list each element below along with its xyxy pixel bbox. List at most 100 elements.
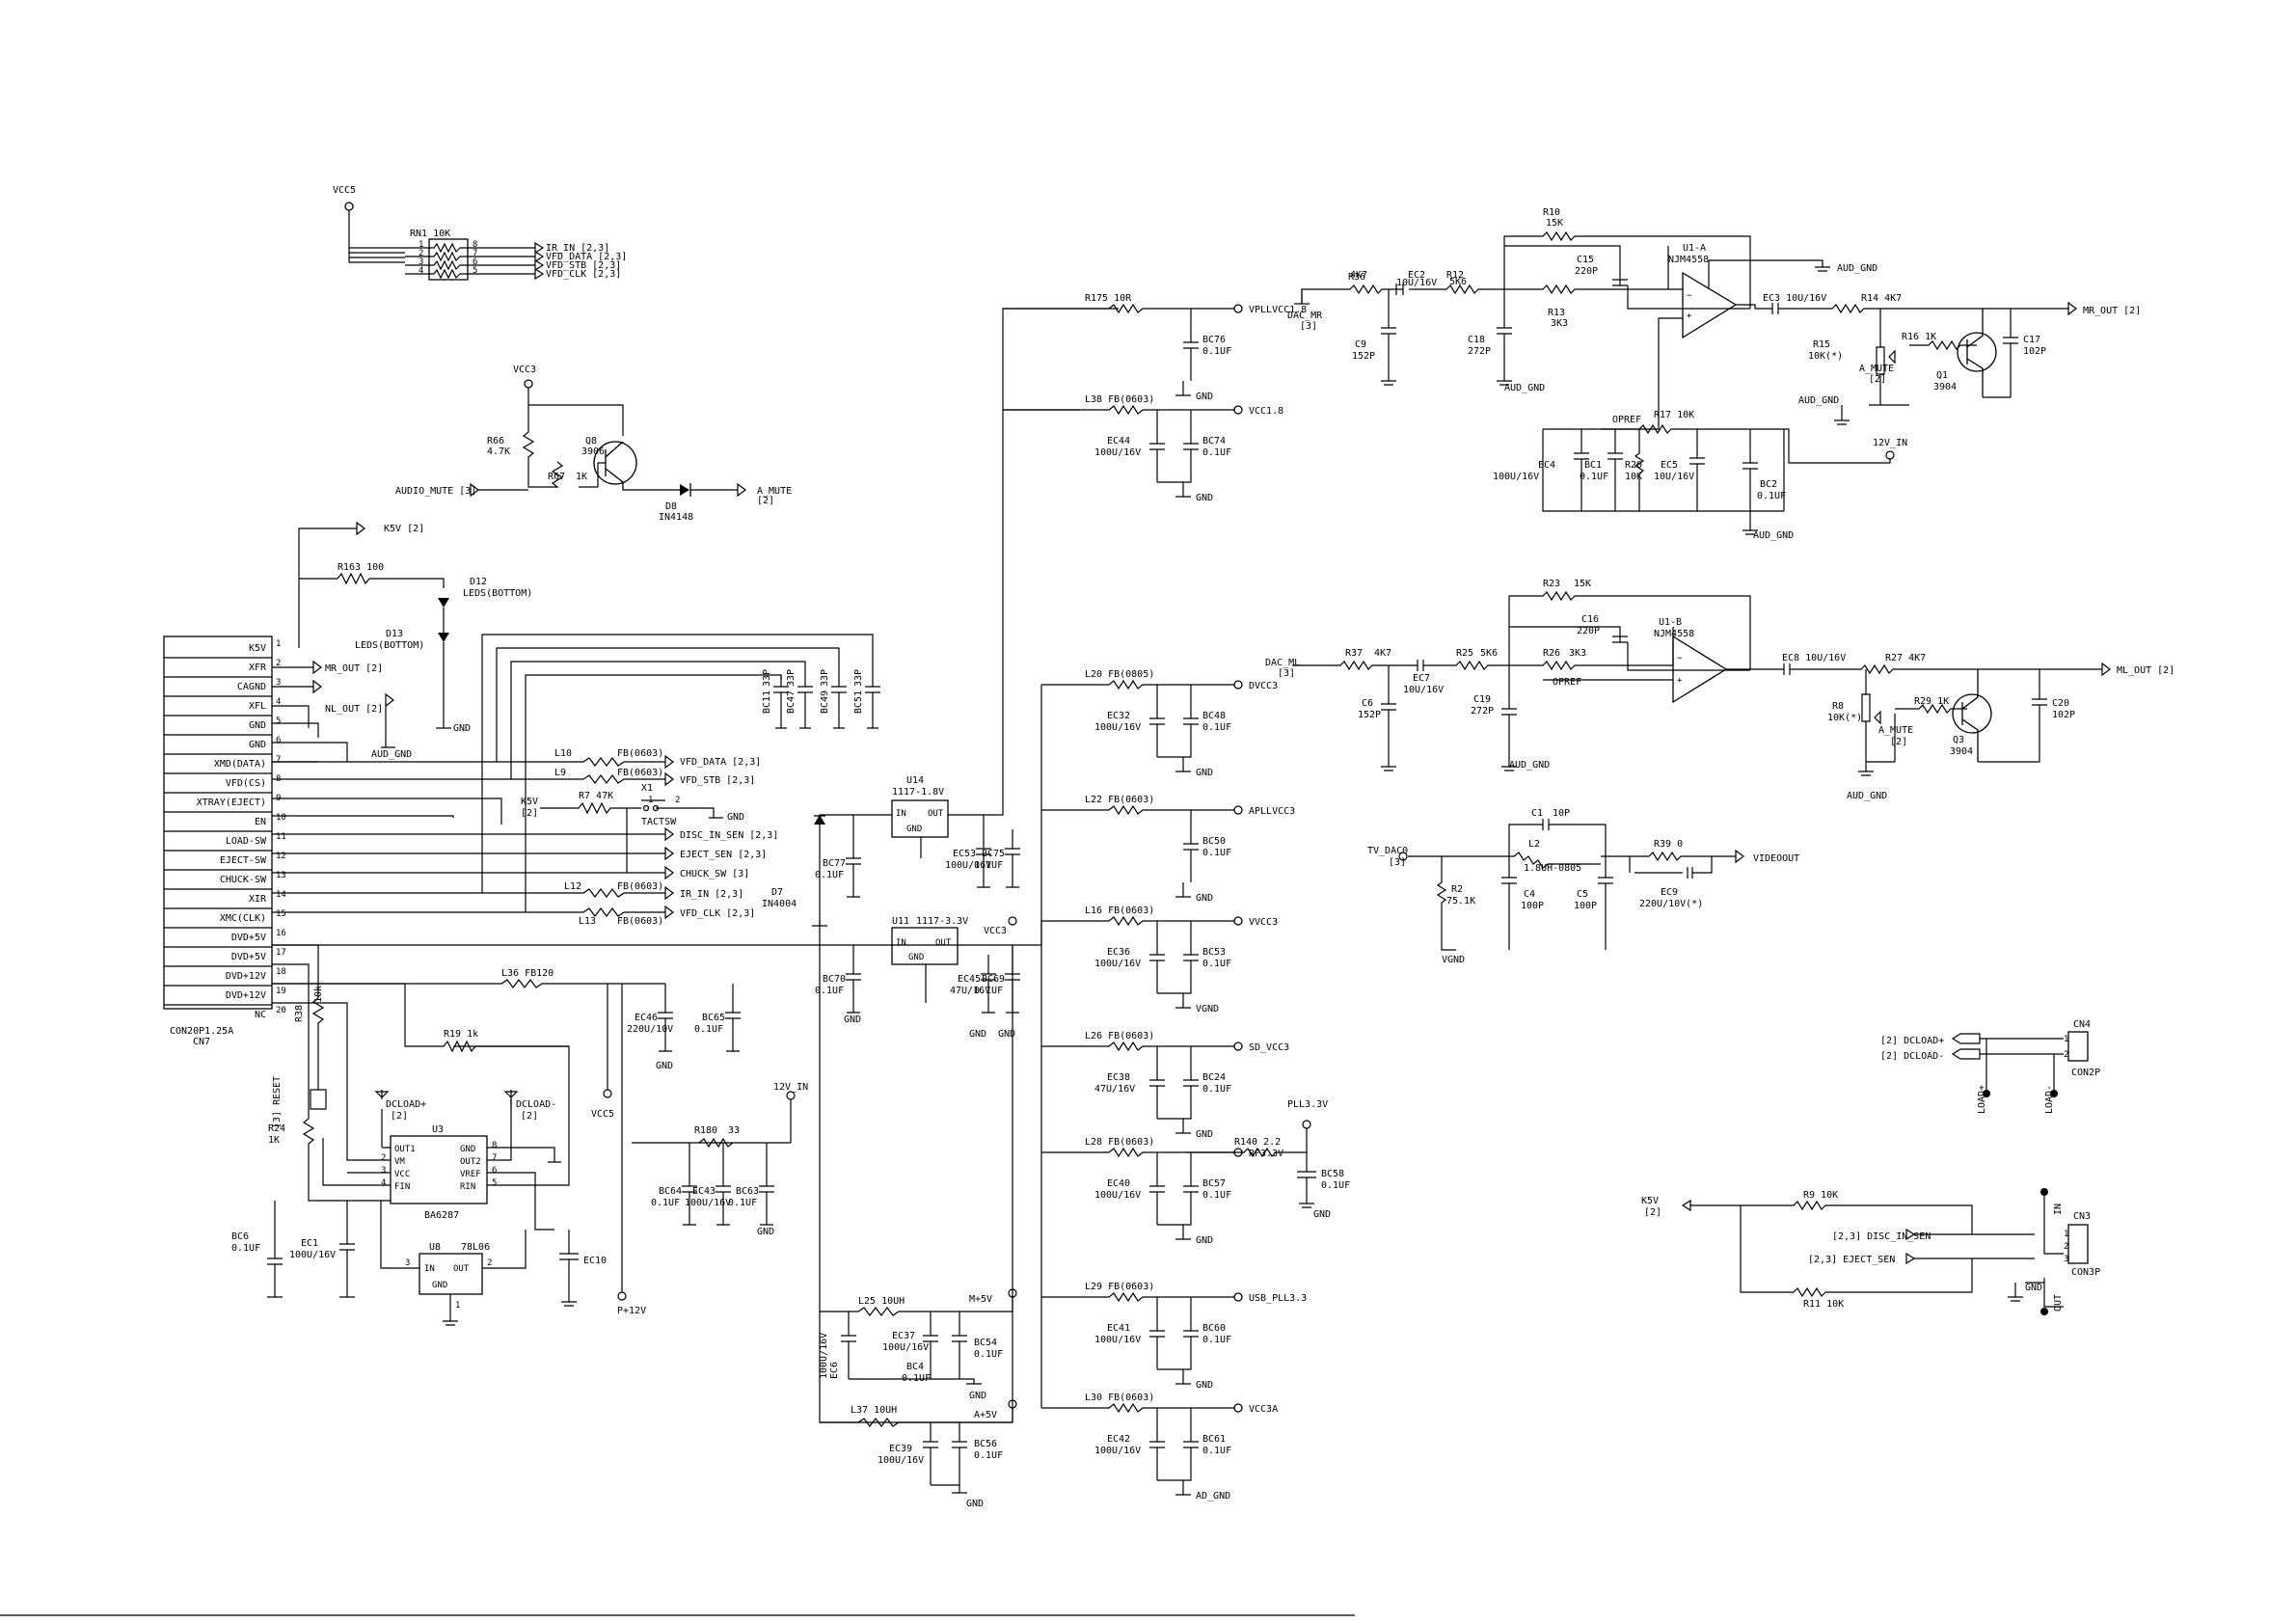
value: LEDS(BOTTOM) bbox=[355, 640, 424, 651]
ground-label: GND bbox=[1196, 893, 1213, 904]
value: CON3P bbox=[2071, 1267, 2100, 1278]
connector-pin-number: 4 bbox=[276, 697, 281, 707]
ref: EC41 bbox=[1107, 1323, 1130, 1334]
ref: BC24 bbox=[1202, 1072, 1226, 1083]
value: 10K bbox=[1625, 472, 1642, 482]
net-label: VFD_CLK [2,3] bbox=[546, 269, 621, 280]
value: 1.8UH-0805 bbox=[1524, 863, 1581, 874]
ground-label: GND bbox=[2025, 1283, 2042, 1293]
middle-power-wiring: D7 IN4004 VCC3 12V_IN R180 33 BC770.1UFE… bbox=[272, 308, 1119, 1423]
net-label: [2] DCLOAD+ bbox=[1880, 1036, 1944, 1046]
value: FB(0603) bbox=[617, 916, 663, 927]
connector-side-nets: MR_OUT [2] NL_OUT [2] AUD_GND bbox=[272, 660, 412, 763]
ref: C17 bbox=[2023, 335, 2040, 345]
net-label: DISC_IN_SEN [2,3] bbox=[680, 830, 778, 841]
connector-pin-number: 12 bbox=[276, 852, 286, 861]
ref: R39 0 bbox=[1654, 839, 1683, 850]
net-label: K5V bbox=[1641, 1196, 1659, 1206]
value: 0.1UF bbox=[1321, 1180, 1350, 1191]
connector-pin-number: 7 bbox=[276, 755, 281, 765]
m5v-section: L25 10UH M+5V EC6 100U/16V EC37 100U/16V… bbox=[819, 1288, 1017, 1401]
value: 272P bbox=[1471, 706, 1494, 717]
ref: R13 bbox=[1548, 308, 1565, 318]
connector-pin-label: LOAD-SW bbox=[226, 836, 267, 847]
ref: BC51 bbox=[853, 690, 864, 714]
rail-ground bbox=[1175, 1119, 1191, 1134]
rail-net-label: USB_PLL3.3 bbox=[1249, 1293, 1307, 1304]
capacitor bbox=[976, 815, 991, 888]
ref: D7 bbox=[771, 887, 783, 898]
connector-pin-number: 17 bbox=[276, 948, 286, 958]
ref: L25 10UH bbox=[858, 1296, 905, 1307]
ref: EC46 bbox=[635, 1013, 658, 1023]
rail-ground bbox=[1175, 482, 1191, 498]
ref: EC32 bbox=[1107, 711, 1130, 721]
value: 100U/16V bbox=[1094, 722, 1141, 733]
ground-label: GND bbox=[969, 1029, 986, 1040]
value: 0.1UF bbox=[974, 1349, 1003, 1360]
ground-label: GND bbox=[969, 1391, 986, 1401]
capacitor-33p bbox=[865, 675, 880, 729]
pin: 1 bbox=[648, 796, 653, 805]
net-label: DAC_ML bbox=[1265, 658, 1300, 668]
ref: C9 bbox=[1355, 339, 1366, 350]
rail-line bbox=[1041, 679, 1234, 690]
value: FB(0603) bbox=[617, 748, 663, 759]
net-label: DCLOAD- bbox=[516, 1099, 556, 1110]
net-label: ML_OUT [2] bbox=[2117, 665, 2174, 676]
ref: BC50 bbox=[1202, 836, 1226, 847]
value: FB(0603) bbox=[617, 768, 663, 778]
ref: L2 bbox=[1528, 839, 1540, 850]
capacitor bbox=[981, 955, 996, 1014]
rail-ground bbox=[1175, 993, 1191, 1009]
rn1-pin: 4 bbox=[419, 266, 423, 276]
connector-pin-label: VFD(CS) bbox=[226, 778, 266, 789]
rail-inductor: L38 FB(0603) bbox=[1085, 394, 1154, 405]
ref: L36 FB120 bbox=[501, 968, 554, 979]
rail-cap bbox=[1149, 1046, 1165, 1119]
ref: R38 bbox=[294, 1005, 305, 1022]
ref: R163 100 bbox=[338, 562, 384, 573]
rail-cap bbox=[1157, 921, 1199, 994]
ref: D13 bbox=[386, 629, 403, 639]
net-label: 12V_IN bbox=[1873, 438, 1907, 448]
regulator-u14: U14 1117-1.8V IN OUT GND bbox=[891, 775, 949, 838]
ref: R15 bbox=[1813, 339, 1830, 350]
ref: R20 bbox=[1625, 460, 1642, 471]
capacitor bbox=[759, 1143, 774, 1226]
capacitor bbox=[716, 1143, 731, 1226]
rail-net-label: VCC3A bbox=[1249, 1404, 1278, 1415]
rail-line bbox=[1041, 1402, 1234, 1414]
net-label: AUDIO_MUTE [3] bbox=[395, 486, 476, 497]
ref: BC4 bbox=[906, 1362, 924, 1372]
capacitor bbox=[1005, 829, 1020, 888]
rn1-vcc: VCC5 bbox=[333, 185, 356, 196]
net-label: CHUCK_SW [3] bbox=[680, 869, 749, 879]
capacitor-33p bbox=[797, 675, 813, 729]
connector-pin-label: NC bbox=[255, 1010, 266, 1020]
value: 33P bbox=[762, 669, 772, 687]
rail-ground bbox=[1175, 1225, 1191, 1240]
value: TACTSW bbox=[641, 817, 677, 827]
value: 0.1UF bbox=[694, 1024, 723, 1035]
audio-left-channel: − + DAC_ML [3] R37 4K7 EC7 10U/16V R25 5… bbox=[1265, 579, 2174, 801]
rn1-pin: 7 bbox=[473, 249, 477, 258]
net-label: [2] DCLOAD- bbox=[1880, 1051, 1944, 1062]
value: BA6287 bbox=[424, 1210, 459, 1221]
value: 47U/16V bbox=[950, 986, 990, 996]
connector-pin-number: 1 bbox=[276, 639, 281, 649]
ground-label: AUD_GND bbox=[1837, 263, 1877, 274]
rail-cap bbox=[1149, 921, 1165, 993]
value: 0.1UF bbox=[974, 986, 1003, 996]
rail-ground bbox=[1175, 381, 1191, 396]
ref: BC64 bbox=[659, 1186, 682, 1197]
ref: C4 bbox=[1524, 889, 1535, 900]
ref: EC8 10U/16V bbox=[1782, 653, 1846, 663]
value: 100P bbox=[1574, 901, 1597, 911]
ref: BC75 bbox=[982, 849, 1005, 859]
value: 100U/16V bbox=[1094, 447, 1141, 458]
connector-pin-label: XFL bbox=[249, 701, 266, 712]
value: 220P bbox=[1575, 266, 1598, 277]
rail-terminal bbox=[1233, 1292, 1243, 1302]
ground-label: VGND bbox=[1196, 1004, 1219, 1014]
